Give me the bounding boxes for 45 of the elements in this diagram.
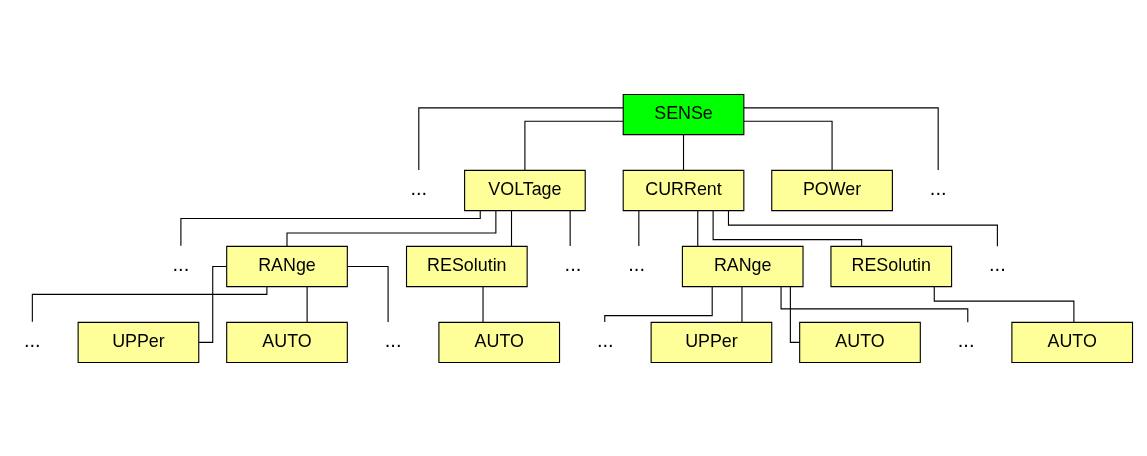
connector — [743, 120, 833, 171]
connector — [682, 133, 685, 171]
node-box: CURRent — [622, 169, 745, 211]
connector — [286, 209, 497, 247]
node-box: UPPer — [77, 321, 200, 363]
connector — [306, 285, 308, 323]
connector — [482, 285, 484, 323]
node-box: RANge — [226, 245, 348, 287]
node-box: POWer — [771, 169, 893, 211]
node-text: ... — [384, 328, 402, 351]
node-text: ... — [989, 252, 1006, 275]
node-text: ... — [172, 252, 190, 275]
node-box: SENSe — [622, 93, 745, 135]
node-box: AUTO — [438, 321, 561, 363]
connector — [418, 106, 624, 171]
connector — [510, 209, 513, 247]
connector — [347, 265, 389, 323]
node-text: ... — [957, 328, 975, 351]
connector — [727, 209, 998, 247]
connector — [569, 209, 571, 247]
connector — [712, 209, 863, 247]
node-text: ... — [929, 176, 947, 199]
connector — [524, 120, 624, 171]
node-box: RESolutin — [405, 245, 528, 287]
node-box: AUTO — [799, 321, 921, 363]
connector — [31, 285, 268, 322]
node-text: ... — [564, 252, 582, 275]
node-box: RESolutin — [830, 245, 953, 287]
node-box: AUTO — [226, 321, 348, 363]
connector — [933, 285, 1075, 323]
node-box: VOLTage — [464, 169, 586, 211]
connector — [697, 209, 699, 247]
node-box: AUTO — [1011, 321, 1134, 363]
node-text: ... — [596, 328, 614, 351]
node-text: ... — [23, 328, 41, 351]
connector — [743, 106, 939, 171]
connector — [180, 209, 481, 246]
connector — [789, 285, 801, 343]
node-box: UPPer — [650, 321, 773, 363]
connector — [638, 209, 640, 247]
connector — [741, 285, 743, 323]
node-text: ... — [410, 176, 428, 199]
node-text: ... — [628, 252, 645, 275]
connector — [780, 285, 969, 323]
node-box: RANge — [681, 245, 804, 287]
